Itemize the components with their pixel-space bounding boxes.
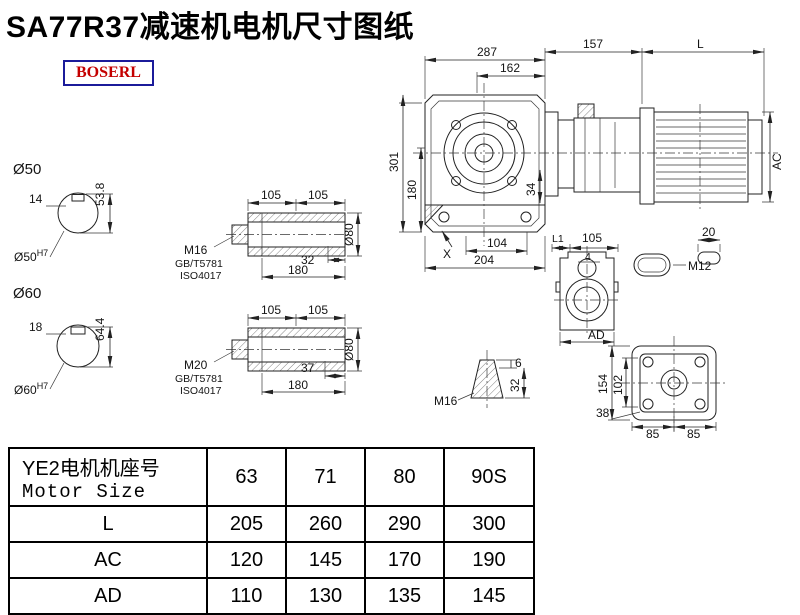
dim-AD: AD — [588, 328, 605, 342]
size-col-63: 63 — [206, 447, 287, 507]
label-std-gb: GB/T5781 — [175, 258, 223, 270]
hollow-shaft-m20-view: 105 105 M20 GB/T5781 ISO4017 37 180 Ø80 — [175, 303, 362, 397]
main-dimensions: 287 162 157 L 301 180 34 AC X 104 204 — [387, 37, 784, 272]
cell-AC-90s: 190 — [443, 541, 535, 579]
dim-104: 104 — [487, 236, 507, 250]
label-std-gb-2: GB/T5781 — [175, 373, 223, 385]
dim-18: 18 — [29, 320, 43, 334]
output-flange-view: 154 102 38 85 85 — [596, 336, 728, 441]
table-row-AC: AC 120 145 170 190 — [8, 541, 535, 579]
size-col-90s: 90S — [443, 447, 535, 507]
dim-85-a: 85 — [646, 427, 660, 441]
label-thread-m16: M16 — [184, 243, 208, 257]
dim-53-8: 53.8 — [93, 182, 107, 206]
label-thread-m20: M20 — [184, 358, 208, 372]
dim-6: 6 — [515, 356, 522, 370]
dim-180-hollow: 180 — [288, 263, 308, 277]
label-bore-50h7: Ø50H7 — [14, 248, 48, 264]
shaft-end-cone-view: 6 32 M16 — [434, 350, 530, 408]
dim-105-side: 105 — [582, 231, 602, 245]
table-header-cell: YE2电机机座号 Motor Size — [8, 447, 208, 507]
dim-204: 204 — [474, 253, 494, 267]
dim-32-cone: 32 — [508, 378, 522, 392]
row-label-AD: AD — [8, 577, 208, 615]
output-side-view: L1 105 4 AD 20 M12 — [551, 225, 721, 346]
dim-105-c: 105 — [261, 303, 281, 317]
dim-287: 287 — [477, 45, 497, 59]
table-row-AD: AD 110 130 135 145 — [8, 577, 535, 615]
cell-AD-90s: 145 — [443, 577, 535, 615]
dim-157: 157 — [583, 37, 603, 51]
boserl-logo: BOSERL — [63, 60, 154, 86]
dim-105-a: 105 — [261, 188, 281, 202]
dim-L1: L1 — [552, 233, 564, 245]
dim-301: 301 — [387, 152, 401, 172]
page-title: SA77R37减速机电机尺寸图纸 — [6, 11, 415, 44]
dim-4: 4 — [585, 251, 591, 263]
label-std-iso: ISO4017 — [180, 270, 222, 282]
input-shaft-60-view: Ø60 18 64.4 Ø60H7 — [13, 285, 113, 397]
cell-AC-71: 145 — [285, 541, 366, 579]
label-bore-60h7: Ø60H7 — [14, 381, 48, 397]
dimension-drawing: 287 162 157 L 301 180 34 AC X 104 204 Ø5… — [13, 37, 784, 441]
cell-L-71: 260 — [285, 505, 366, 543]
label-thread-m12: M12 — [688, 259, 712, 273]
row-label-L: L — [8, 505, 208, 543]
dim-X: X — [443, 247, 451, 261]
dim-dia80: Ø80 — [342, 223, 356, 246]
dim-102: 102 — [611, 375, 625, 395]
row-label-AC: AC — [8, 541, 208, 579]
dim-162: 162 — [500, 61, 520, 75]
cell-AC-63: 120 — [206, 541, 287, 579]
cell-AD-80: 135 — [364, 577, 445, 615]
dim-154: 154 — [596, 374, 610, 394]
dim-85-b: 85 — [687, 427, 701, 441]
table-row-L: L 205 260 290 300 — [8, 505, 535, 543]
dim-dia80-2: Ø80 — [342, 338, 356, 361]
cell-L-80: 290 — [364, 505, 445, 543]
dim-105-d: 105 — [308, 303, 328, 317]
dim-34: 34 — [524, 182, 538, 196]
motor-dimension-table: YE2电机机座号 Motor Size 63 71 80 90S L 205 2… — [8, 447, 535, 615]
cell-AC-80: 170 — [364, 541, 445, 579]
dim-L: L — [697, 37, 704, 51]
dim-105-b: 105 — [308, 188, 328, 202]
dim-14: 14 — [29, 192, 43, 206]
cell-AD-71: 130 — [285, 577, 366, 615]
label-dia-50: Ø50 — [13, 161, 41, 178]
dim-AC: AC — [770, 153, 784, 170]
dim-180-hollow-2: 180 — [288, 378, 308, 392]
input-shaft-50-view: Ø50 14 53.8 Ø50H7 — [13, 161, 113, 264]
dim-180: 180 — [405, 180, 419, 200]
dim-64-4: 64.4 — [93, 317, 107, 341]
main-assembly-view — [413, 83, 778, 246]
hollow-shaft-m16-view: 105 105 M16 GB/T5781 ISO4017 32 180 Ø80 — [175, 188, 362, 282]
motor-frame-label-cn: YE2电机机座号 — [22, 457, 160, 480]
dim-37: 37 — [301, 361, 315, 375]
label-std-iso-2: ISO4017 — [180, 385, 222, 397]
cell-L-90s: 300 — [443, 505, 535, 543]
table-header-row: YE2电机机座号 Motor Size 63 71 80 90S — [8, 447, 535, 507]
label-dia-60: Ø60 — [13, 285, 41, 302]
motor-frame-label-en: Motor Size — [22, 480, 147, 503]
size-col-80: 80 — [364, 447, 445, 507]
cell-L-63: 205 — [206, 505, 287, 543]
label-thread-m16-cone: M16 — [434, 394, 458, 408]
dim-38: 38 — [596, 406, 610, 420]
dim-32: 32 — [301, 253, 315, 267]
dim-20: 20 — [702, 225, 716, 239]
size-col-71: 71 — [285, 447, 366, 507]
cell-AD-63: 110 — [206, 577, 287, 615]
